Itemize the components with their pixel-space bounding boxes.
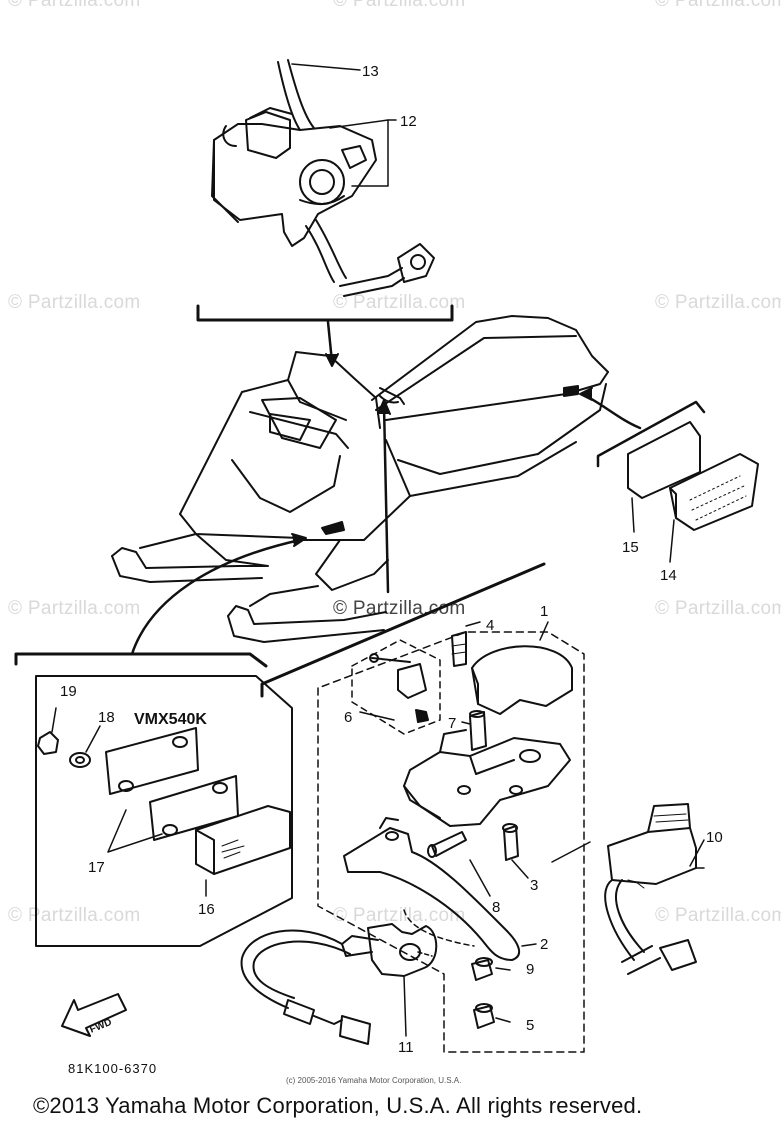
watermark: © Partzilla.com — [655, 0, 781, 11]
lever-holder — [403, 737, 571, 827]
collar — [469, 711, 487, 751]
callout-6: 6 — [344, 709, 352, 726]
handlebar-switch-assembly — [211, 59, 435, 297]
small-copyright: (c) 2005-2016 Yamaha Motor Corporation, … — [286, 1076, 462, 1085]
callout-7: 7 — [448, 715, 456, 732]
forward-label: FWD — [88, 1017, 113, 1036]
reflector-decal — [627, 421, 701, 499]
callout-13: 13 — [362, 63, 379, 80]
inset-reflector — [195, 805, 291, 875]
callout-3: 3 — [530, 877, 538, 894]
watermark: © Partzilla.com — [655, 598, 781, 619]
watermark: © Partzilla.com — [333, 905, 466, 926]
bolt — [451, 631, 467, 667]
callout-9: 9 — [526, 961, 534, 978]
callout-8: 8 — [492, 899, 500, 916]
callout-2: 2 — [540, 936, 548, 953]
stop-switch — [607, 827, 697, 885]
callout-14: 14 — [660, 567, 677, 584]
forward-arrow — [61, 993, 127, 1037]
washer — [69, 752, 91, 768]
callout-16: 16 — [198, 901, 215, 918]
nut — [37, 731, 59, 755]
callout-11: 11 — [398, 1039, 414, 1056]
watermark: © Partzilla.com — [8, 292, 141, 313]
callout-1: 1 — [540, 603, 548, 620]
callout-15: 15 — [622, 539, 639, 556]
callout-10: 10 — [706, 829, 723, 846]
connector — [659, 939, 697, 971]
callout-17: 17 — [88, 859, 105, 876]
watermark: © Partzilla.com — [655, 905, 781, 926]
model-label: VMX540K — [134, 711, 207, 728]
callout-12: 12 — [400, 113, 417, 130]
switch-knob — [397, 663, 427, 699]
callout-18: 18 — [98, 709, 115, 726]
nut-5 — [473, 1005, 495, 1029]
cover — [471, 645, 573, 715]
brake-lever — [343, 827, 521, 961]
watermark: © Partzilla.com — [333, 292, 466, 313]
callout-4: 4 — [486, 617, 494, 634]
callout-5: 5 — [526, 1017, 534, 1034]
collar-9 — [471, 959, 493, 981]
snowmobile-body — [111, 315, 609, 643]
watermark: © Partzilla.com — [655, 292, 781, 313]
callout-19: 19 — [60, 683, 77, 700]
part-code: 81K100-6370 — [68, 1061, 158, 1076]
switch-plug — [339, 1015, 371, 1045]
screw — [431, 831, 467, 857]
plate-upper — [105, 727, 199, 795]
watermark: © Partzilla.com — [8, 598, 141, 619]
watermark: © Partzilla.com — [8, 0, 141, 11]
footer-copyright: ©2013 Yamaha Motor Corporation, U.S.A. A… — [33, 1093, 643, 1118]
bolt-small — [503, 825, 519, 861]
watermark: © Partzilla.com — [333, 0, 466, 11]
reflector — [669, 453, 759, 531]
watermark: © Partzilla.com — [333, 598, 466, 619]
watermark: © Partzilla.com — [8, 905, 141, 926]
